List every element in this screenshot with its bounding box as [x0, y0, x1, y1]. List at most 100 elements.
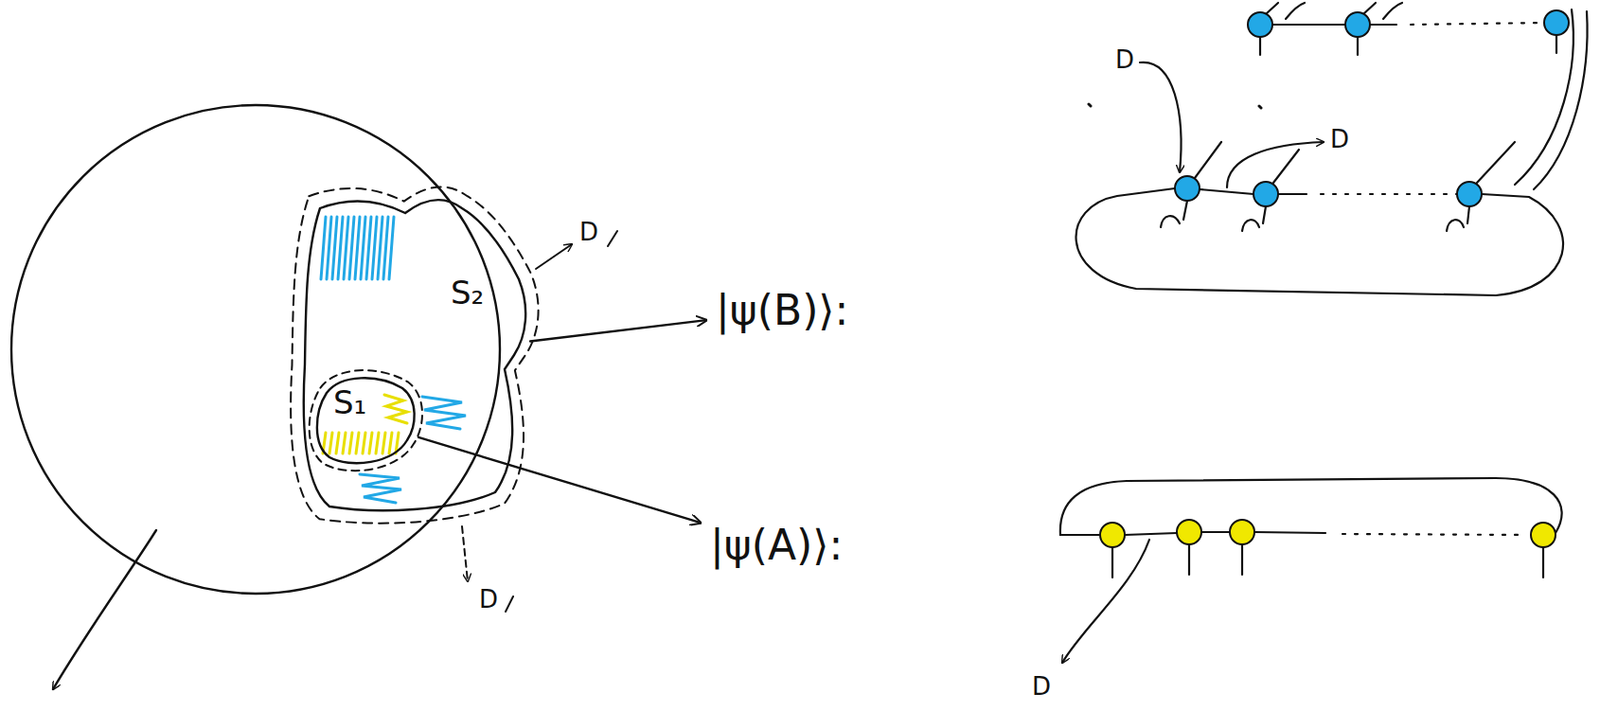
- hatching: [389, 432, 392, 454]
- node-text: |ψ(A)⟩:: [710, 522, 843, 569]
- hatching: [422, 396, 466, 429]
- pointer-arrow: [53, 530, 157, 690]
- tick-mark: [505, 596, 514, 612]
- hatching: [372, 216, 377, 280]
- node-text: S₂: [450, 275, 484, 311]
- hatching: [329, 432, 333, 454]
- tensor-node: [1345, 12, 1370, 37]
- leader-arrow: [1062, 539, 1150, 663]
- layer-link: [1266, 2, 1305, 19]
- hatching: [337, 216, 343, 280]
- physical-leg: [1446, 206, 1470, 232]
- ellipsis-bond: [1342, 533, 1527, 535]
- dashed-boundary: [309, 370, 423, 471]
- physical-leg: [1111, 547, 1114, 578]
- bond-loop: [1076, 188, 1564, 296]
- bond: [1201, 531, 1230, 534]
- bond: [1254, 532, 1326, 534]
- hatching: [336, 432, 339, 454]
- region-border: [317, 377, 415, 463]
- bond-loop: [1060, 478, 1563, 535]
- hatching: [349, 216, 355, 280]
- hatching: [320, 216, 326, 280]
- region-border: [303, 199, 526, 511]
- hatching: [342, 432, 346, 454]
- bond-dimension: D: [1115, 47, 1135, 72]
- hatching: [377, 216, 383, 280]
- leader-line: [462, 526, 468, 582]
- hatching: [355, 432, 359, 454]
- hatching: [384, 394, 408, 424]
- physical-leg: [1542, 547, 1545, 578]
- ellipsis-bond: [1320, 193, 1458, 196]
- mps-chain: [1060, 478, 1563, 663]
- tick-mark: [607, 231, 618, 247]
- physical-leg: [1160, 200, 1188, 228]
- pointer-arrow: [530, 320, 707, 341]
- physical-leg: [1555, 35, 1558, 54]
- region-outline: S₁: [312, 373, 419, 469]
- bond-dimension: D: [579, 219, 599, 245]
- layer-link: [1273, 149, 1299, 183]
- bond-dimension: D: [479, 586, 498, 612]
- hatching: [360, 216, 366, 280]
- region-shape: [301, 194, 531, 516]
- physical-leg: [1241, 544, 1244, 575]
- hatching: [332, 216, 338, 280]
- region-outline: S₂ S₁: [301, 194, 531, 516]
- leader-line: [535, 244, 572, 269]
- hatching: [383, 216, 389, 280]
- hatching: [343, 216, 349, 280]
- bond: [1272, 23, 1346, 26]
- physical-leg: [1259, 36, 1262, 55]
- hatching: [369, 432, 373, 454]
- layer-link: [1194, 142, 1222, 178]
- tensor-node: [1100, 522, 1125, 548]
- tensor-node: [1457, 181, 1482, 207]
- tensor-node: [1544, 10, 1569, 36]
- hatching: [382, 432, 386, 454]
- tensor-node: [1530, 522, 1556, 548]
- state-label: |ψ(A)⟩:: [706, 518, 848, 573]
- mps-nodes: [1100, 519, 1556, 548]
- tensor-network: [1076, 2, 1588, 296]
- tensor-node: [1229, 519, 1255, 545]
- bond: [1278, 193, 1307, 196]
- hatching: [326, 216, 332, 280]
- node-text: |ψ(B)⟩:: [715, 287, 849, 334]
- layer-link: [1514, 9, 1588, 190]
- layer-link: [1476, 142, 1515, 183]
- tensor-node: [1247, 12, 1273, 37]
- hatching: [359, 474, 402, 503]
- node-text: S₁: [333, 385, 367, 421]
- bond: [1199, 189, 1254, 195]
- hatching: [389, 216, 394, 280]
- hatching: [355, 216, 360, 280]
- pointer-arrow: [418, 437, 701, 523]
- leader-arrow: [1139, 62, 1181, 173]
- tensor-node: [1174, 176, 1200, 201]
- dashed-boundary: [290, 186, 539, 523]
- state-label: |ψ(B)⟩:: [711, 284, 854, 338]
- bond-dimension: D: [1330, 126, 1350, 152]
- hatching: [366, 216, 372, 280]
- leader-arrow: [1226, 142, 1324, 188]
- bond: [1124, 533, 1177, 535]
- hatching: [362, 432, 366, 454]
- layer-link: [1364, 2, 1403, 19]
- dot-mark: [1088, 104, 1262, 108]
- tensor-node: [1176, 519, 1202, 545]
- ellipsis-bond: [1410, 22, 1545, 25]
- physical-leg: [1356, 36, 1359, 55]
- bond: [1369, 23, 1397, 26]
- tensor-node: [1253, 181, 1279, 207]
- bond-dimension: D: [1031, 674, 1051, 699]
- physical-leg: [1188, 544, 1191, 575]
- hatching: [375, 432, 379, 454]
- hatching: [349, 432, 353, 454]
- tensor-nodes: [1174, 10, 1569, 207]
- physical-leg: [1242, 206, 1266, 232]
